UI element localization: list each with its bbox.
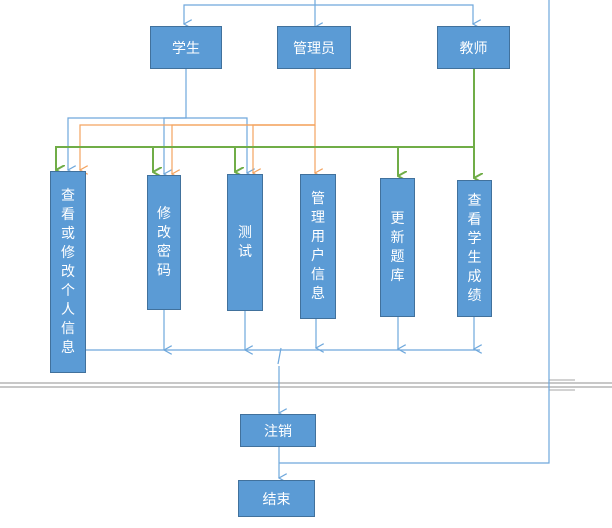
- separator-band: [0, 379, 612, 391]
- label-char: 看: [61, 206, 75, 223]
- manage-users-box[interactable]: 管理用户信息: [300, 174, 336, 319]
- label-char: 学: [467, 230, 482, 247]
- label-char: 理: [311, 209, 325, 226]
- label-char: 息: [61, 339, 75, 356]
- label-char: 库: [390, 267, 405, 284]
- label-char: 或: [61, 225, 75, 242]
- label-char: 管: [311, 190, 325, 207]
- label-char: 改: [61, 263, 75, 280]
- label-char: 人: [61, 301, 75, 318]
- label-char: 更: [390, 210, 405, 227]
- label-char: 试: [238, 243, 252, 260]
- end-box[interactable]: 结束: [238, 480, 315, 517]
- label-char: 生: [467, 249, 482, 266]
- label-char: 码: [157, 262, 171, 279]
- student-lines: [68, 69, 247, 174]
- teacher-box[interactable]: 教师: [437, 26, 510, 69]
- view-student-scores-box[interactable]: 查看学生成绩: [457, 180, 492, 317]
- label-char: 用: [311, 228, 325, 245]
- label-char: 新: [390, 229, 405, 246]
- student-box[interactable]: 学生: [150, 26, 222, 69]
- label-char: 息: [311, 285, 325, 302]
- label-char: 个: [61, 282, 75, 299]
- label-char: 测: [238, 224, 252, 241]
- label-char: 改: [157, 224, 171, 241]
- entry-lines: [184, 0, 550, 464]
- exit-lines: [86, 310, 480, 478]
- logout-box[interactable]: 注销: [240, 414, 316, 447]
- label-char: 看: [467, 211, 482, 228]
- label-char: 修: [157, 205, 171, 222]
- teacher-lines: [55, 69, 474, 178]
- label-char: 查: [467, 192, 482, 209]
- admin-lines: [80, 69, 315, 174]
- view-modify-info-box[interactable]: 查看或修改个人信息: [50, 171, 86, 373]
- label-char: 修: [61, 244, 75, 261]
- test-box[interactable]: 测试: [227, 174, 263, 311]
- label-char: 绩: [467, 287, 482, 304]
- label-char: 信: [61, 320, 75, 337]
- label-char: 成: [467, 268, 482, 285]
- update-question-bank-box[interactable]: 更新题库: [380, 178, 415, 317]
- label-char: 户: [311, 247, 325, 264]
- admin-box[interactable]: 管理员: [277, 26, 351, 69]
- change-password-box[interactable]: 修改密码: [147, 175, 181, 310]
- label-char: 密: [157, 243, 171, 260]
- label-char: 信: [311, 266, 325, 283]
- label-char: 查: [61, 187, 75, 204]
- label-char: 题: [390, 248, 405, 265]
